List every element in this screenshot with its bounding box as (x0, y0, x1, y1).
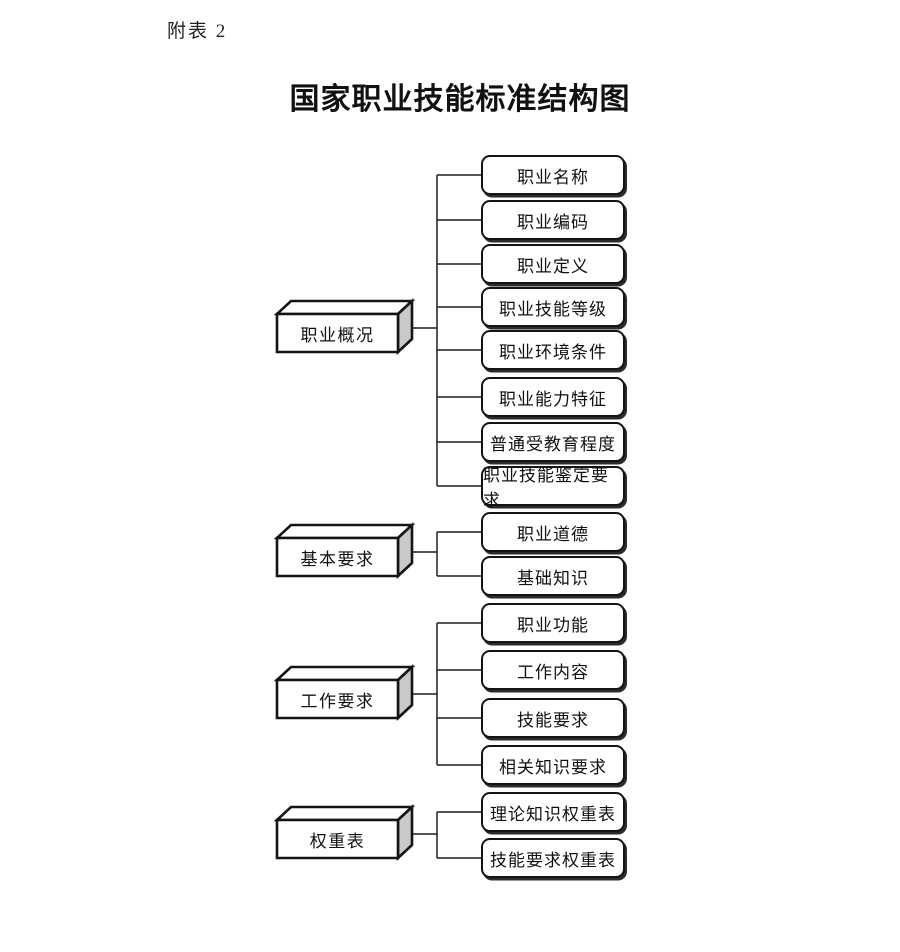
category-box-top-face (273, 665, 416, 682)
item-box: 职业技能等级 (481, 287, 625, 327)
item-box: 相关知识要求 (481, 745, 625, 785)
category-box-front-face (275, 312, 400, 354)
item-box: 职业编码 (481, 200, 625, 240)
item-box: 技能要求 (481, 698, 625, 738)
item-box: 职业道德 (481, 512, 625, 552)
category-box-top-face (273, 805, 416, 822)
item-box: 职业技能鉴定要求 (481, 466, 625, 510)
item-box: 职业环境条件 (481, 330, 625, 370)
item-box: 职业能力特征 (481, 377, 625, 417)
item-box: 技能要求权重表 (481, 838, 625, 878)
page-title: 国家职业技能标准结构图 (289, 83, 631, 116)
item-box: 普通受教育程度 (481, 422, 625, 462)
category-box-top-face (273, 523, 416, 540)
category-box-front-face (275, 818, 400, 860)
doc-label: 附表 2 (167, 21, 228, 42)
item-box: 职业功能 (481, 603, 625, 643)
category-box-front-face (275, 678, 400, 720)
item-box: 基础知识 (481, 556, 625, 596)
item-box: 理论知识权重表 (481, 792, 625, 832)
category-box-front-face (275, 536, 400, 578)
category-box-top-face (273, 299, 416, 316)
item-box: 工作内容 (481, 650, 625, 690)
item-box: 职业定义 (481, 244, 625, 284)
item-box: 职业名称 (481, 155, 625, 195)
